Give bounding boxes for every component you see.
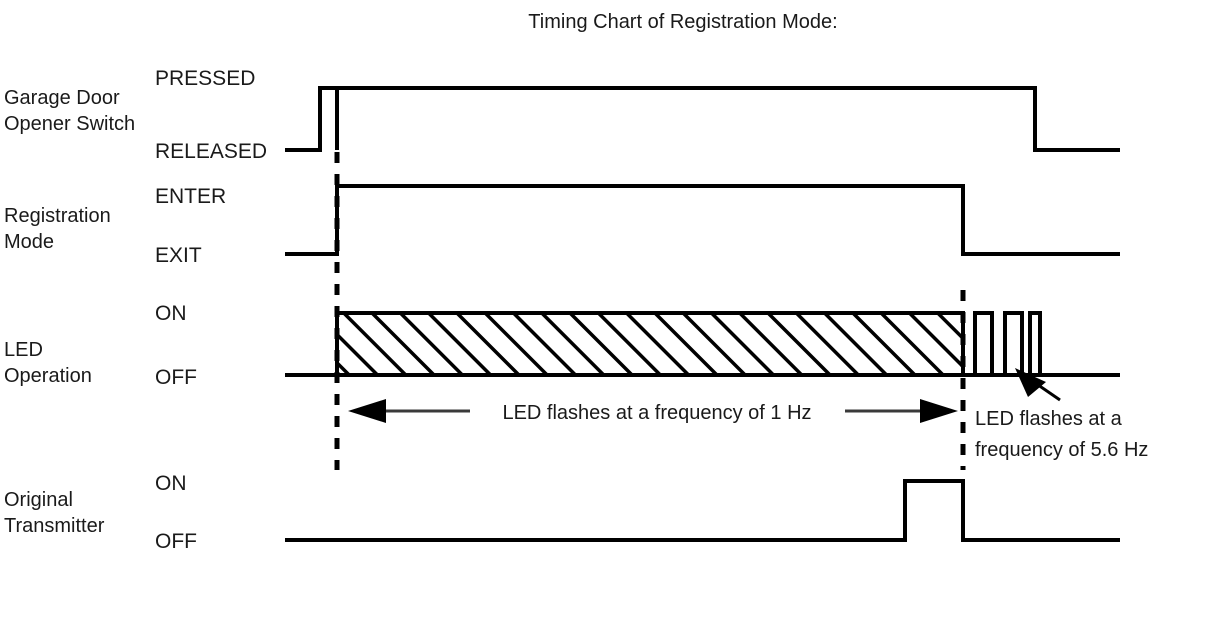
- one-hz-left-arrowhead: [348, 399, 386, 423]
- level-label-low: OFF: [155, 366, 197, 389]
- one-hz-right-arrowhead: [920, 399, 958, 423]
- row-label-line2: Operation: [4, 365, 92, 387]
- row-registration-mode: Registration Mode ENTER EXIT: [4, 184, 1120, 267]
- one-hz-annotation-text: LED flashes at a frequency of 1 Hz: [502, 402, 811, 424]
- row-original-transmitter: Original Transmitter ON OFF: [4, 472, 1120, 553]
- row-label-line1: Garage Door: [4, 87, 120, 109]
- level-label-high: PRESSED: [155, 67, 255, 90]
- row-label-line1: Registration: [4, 205, 111, 227]
- level-label-low: EXIT: [155, 244, 202, 267]
- led-fast-pulse-train: [963, 311, 1120, 377]
- row-label-line1: LED: [4, 339, 43, 361]
- annotation-five-six-hz: LED flashes at a frequency of 5.6 Hz: [975, 368, 1148, 461]
- five-six-hz-annotation-line2: frequency of 5.6 Hz: [975, 439, 1148, 461]
- row-garage-door-opener-switch: Garage Door Opener Switch PRESSED RELEAS…: [4, 67, 1120, 163]
- level-label-high: ON: [155, 472, 187, 495]
- page-title: Timing Chart of Registration Mode:: [528, 11, 837, 33]
- five-six-hz-arrowhead: [1015, 368, 1046, 397]
- row-label-line2: Opener Switch: [4, 113, 135, 135]
- level-label-low: RELEASED: [155, 140, 267, 163]
- row-label-line1: Original: [4, 489, 73, 511]
- waveform-original-transmitter: [285, 479, 1120, 542]
- five-six-hz-annotation-line1: LED flashes at a: [975, 408, 1123, 430]
- waveform-garage-door-opener-switch: [285, 86, 1120, 152]
- level-label-high: ON: [155, 302, 187, 325]
- led-hatched-flash-region: [335, 311, 965, 377]
- level-label-low: OFF: [155, 530, 197, 553]
- waveform-registration-mode: [285, 184, 1120, 256]
- annotation-one-hz: LED flashes at a frequency of 1 Hz: [348, 399, 958, 424]
- level-label-high: ENTER: [155, 185, 226, 208]
- row-label-line2: Transmitter: [4, 515, 105, 537]
- row-label-line2: Mode: [4, 231, 54, 253]
